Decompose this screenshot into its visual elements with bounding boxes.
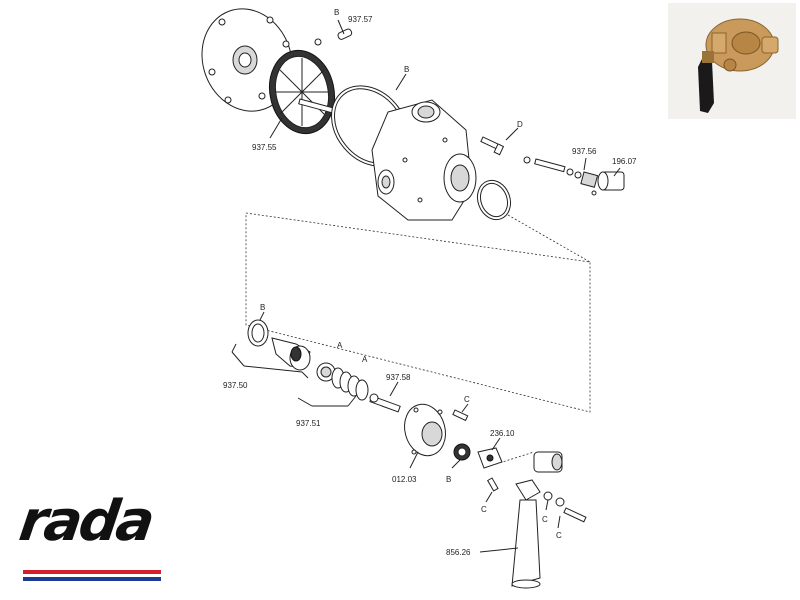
thermostatic-mixing-valve-photo (668, 3, 796, 119)
spline-b (453, 443, 471, 461)
screw-c-mid (486, 477, 499, 492)
assembly-dashed-link (507, 214, 591, 263)
label-c-mid: C (481, 505, 487, 514)
washer-c-1 (543, 491, 553, 501)
leader-lines (231, 19, 621, 553)
spindle-937-58 (369, 393, 401, 413)
label-b-oring: B (404, 65, 409, 74)
spindle-937-56 (523, 156, 599, 196)
label-937-56: 937.56 (572, 147, 597, 156)
cartridge-937-50 (271, 337, 311, 371)
label-937-58: 937.58 (386, 373, 411, 382)
logo-red-stripe (23, 570, 161, 574)
assembly-dashed-outline (245, 212, 591, 413)
knob-196-07 (597, 171, 625, 191)
logo-blue-stripe (23, 577, 161, 581)
rada-logo: rada (15, 489, 168, 590)
o-ring-lower-inner (251, 323, 265, 343)
screw-c-upper (452, 409, 469, 422)
diaphragm-937-55 (269, 49, 340, 135)
label-a-large: A (362, 355, 368, 364)
label-236-10: 236.10 (490, 429, 515, 438)
hub-236-10 (477, 447, 503, 469)
rada-wordmark: rada (15, 489, 156, 554)
label-c-upper: C (464, 395, 470, 404)
screw-d (480, 136, 505, 156)
pin-937-57 (314, 28, 353, 46)
label-856-26: 856.26 (446, 548, 471, 557)
label-d: D (517, 120, 523, 129)
label-c-right: C (556, 531, 562, 540)
screw-c-right (563, 507, 587, 523)
label-937-50: 937.50 (223, 381, 248, 390)
label-a-small: A (337, 341, 343, 350)
lever-housing (533, 451, 563, 473)
valve-body (371, 99, 477, 221)
valve-photo-icon (668, 3, 796, 119)
washer-c-2 (555, 497, 565, 507)
label-937-55: 937.55 (252, 143, 277, 152)
label-196-07: 196.07 (612, 157, 637, 166)
label-b-spline: B (446, 475, 451, 484)
label-937-51: 937.51 (296, 419, 321, 428)
spring-a-small (316, 362, 336, 382)
label-c-washer: C (542, 515, 548, 524)
lever-856-26 (511, 479, 541, 589)
label-b-lower: B (260, 303, 265, 312)
label-b-pin: B (334, 8, 339, 17)
spring-a-large (331, 367, 369, 401)
o-ring-small-inner (479, 182, 509, 218)
label-012-03: 012.03 (392, 475, 417, 484)
flange-012-03 (404, 403, 446, 457)
label-937-57: 937.57 (348, 15, 373, 24)
